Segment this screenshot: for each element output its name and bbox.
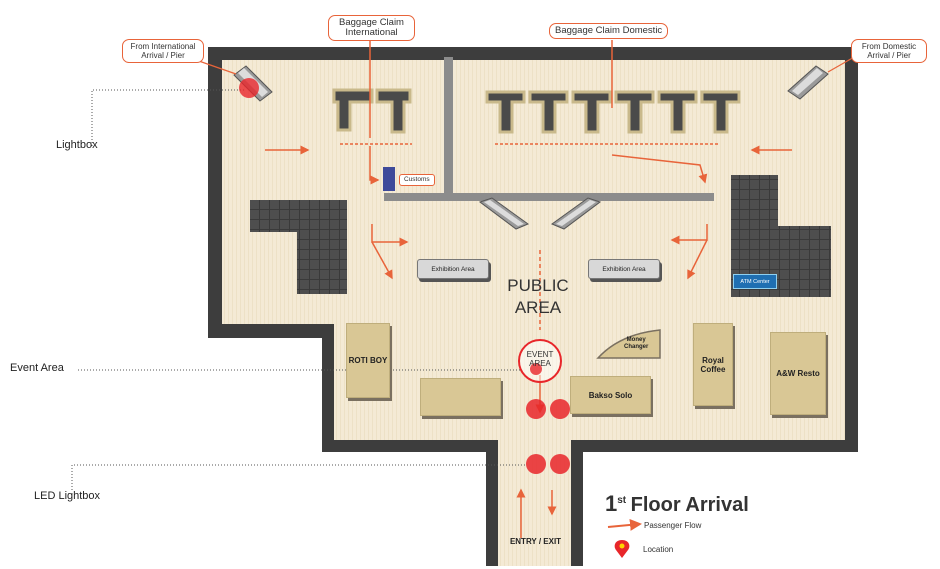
event-area-line1: EVENT: [526, 350, 554, 359]
lightbox-marker: [239, 78, 259, 98]
divider-horizontal: [384, 193, 714, 201]
label-led-lightbox: LED Lightbox: [34, 490, 101, 502]
baggage-carousels-domestic: [485, 90, 741, 134]
atm-center: ATM Center: [733, 274, 777, 289]
public-area-line2: AREA: [514, 298, 562, 317]
legend-passenger-flow: Passenger Flow: [644, 521, 702, 530]
grid-block-left: [250, 200, 347, 294]
event-lightbox-marker-1: [526, 399, 546, 419]
escalator-center-left: [478, 197, 530, 230]
floor-area: [222, 60, 845, 566]
grid-block-right: [731, 175, 831, 297]
callout-baggage-international: Baggage Claim International: [328, 15, 415, 41]
shop-roti-boy: ROTI BOY: [346, 323, 390, 398]
entry-exit-label: ENTRY / EXIT: [509, 537, 562, 546]
event-area-circle: [518, 339, 562, 383]
legend-title-text: Floor Arrival: [630, 494, 749, 516]
royal-coffee-line2: Coffee: [700, 364, 726, 374]
shop-royal-coffee: Royal Coffee: [693, 323, 733, 406]
public-area-label: PUBLIC AREA: [498, 275, 578, 319]
counter-plain: [420, 378, 501, 416]
royal-coffee-line1: Royal: [702, 355, 724, 365]
money-changer-line2: Changer: [624, 344, 649, 350]
legend-title-suffix: st: [617, 495, 627, 506]
escalator-center-right: [550, 197, 602, 230]
shop-aw-resto: A&W Resto: [770, 332, 826, 415]
event-lightbox-marker-2: [550, 399, 570, 419]
callout-from-domestic: From Domestic Arrival / Pier: [851, 39, 927, 63]
label-event-area: Event Area: [10, 362, 64, 374]
money-changer-label: Money Changer: [624, 337, 648, 351]
money-changer-booth: [596, 329, 661, 359]
customs-desk: [383, 167, 395, 191]
label-lightbox: Lightbox: [56, 139, 98, 151]
led-lightbox-marker-1: [526, 454, 546, 474]
callout-from-international: From International Arrival / Pier: [122, 39, 204, 63]
led-lightbox-marker-2: [550, 454, 570, 474]
legend-location: Location: [643, 545, 674, 554]
exhibition-area-right: Exhibition Area: [588, 259, 660, 279]
legend-flow-arrow: [607, 518, 642, 531]
customs-label: Customs: [399, 174, 435, 186]
shop-bakso-solo: Bakso Solo: [570, 376, 651, 414]
callout-baggage-domestic: Baggage Claim Domestic: [549, 23, 669, 39]
event-marker: [530, 363, 542, 375]
event-area-line2: AREA: [529, 359, 551, 368]
event-area-label: EVENT AREA: [519, 350, 561, 368]
location-icon: [614, 540, 630, 558]
divider-vertical: [444, 57, 453, 194]
baggage-carousel-international: [332, 88, 412, 134]
money-changer-line1: Money: [626, 337, 646, 343]
legend-title-number: 1: [605, 491, 618, 516]
legend-title: 1st Floor Arrival: [605, 491, 749, 517]
escalator-domestic: [787, 65, 829, 100]
exhibition-area-left: Exhibition Area: [417, 259, 489, 279]
public-area-line1: PUBLIC: [507, 276, 569, 295]
